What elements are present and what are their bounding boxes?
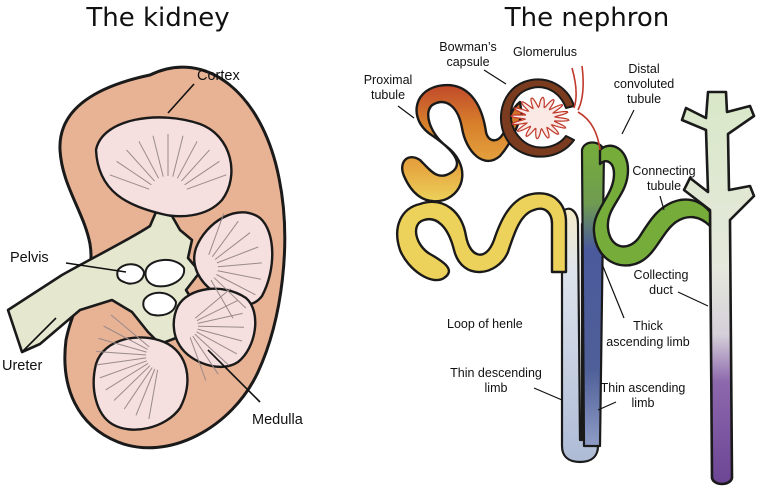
- medulla-striation-line: [172, 135, 184, 177]
- medulla-striation-line: [208, 213, 225, 255]
- thin-descending-limb-label-line1: Thin descending: [450, 366, 542, 380]
- medulla-striation-line: [98, 337, 147, 353]
- collecting-duct: [680, 90, 756, 486]
- medulla-striation-line: [123, 367, 153, 410]
- medulla-striation-line: [110, 314, 150, 348]
- proximal-tubule-lower-loop: [396, 192, 568, 282]
- medulla-striation-line: [197, 325, 245, 328]
- medulla-striation-line: [210, 279, 234, 319]
- medulla-striation-line: [196, 331, 238, 355]
- calyx-2: [142, 291, 178, 317]
- distal-convoluted-tubule: [592, 144, 712, 267]
- medulla-striation-line: [96, 351, 147, 356]
- kidney-medulla-pyramids: [92, 116, 274, 431]
- medulla-striation-line: [197, 312, 243, 324]
- medulla-striation-line: [197, 328, 243, 342]
- medulla-striation-line: [148, 369, 159, 420]
- thin-ascending-limb-leader: [597, 401, 617, 411]
- medulla-striation-line: [186, 174, 227, 190]
- thin-descending-limb-leader: [533, 387, 563, 401]
- thin-ascending-limb-label-line1: Thin ascending: [601, 381, 686, 395]
- medulla-striations: [96, 134, 262, 420]
- medulla-pyramid-top: [94, 116, 233, 218]
- distal-tubule-label-line2: convoluted: [614, 77, 675, 91]
- connecting-tubule-leader: [659, 195, 665, 211]
- bowmans-capsule-label-line1: Bowman’s: [439, 40, 496, 54]
- medulla-striation-line: [103, 325, 148, 350]
- connecting-tubule-label-line1: Connecting: [632, 164, 695, 178]
- thin-ascending-limb-label-line2: limb: [632, 396, 655, 410]
- medulla-striation-line: [152, 135, 164, 177]
- nephron-title: The nephron: [504, 3, 670, 33]
- medulla-striation-line: [116, 160, 152, 186]
- medulla-striation-line: [196, 299, 239, 322]
- minor-calyces: [116, 259, 186, 317]
- collecting-duct-leader: [677, 291, 709, 307]
- proximal-tubule-label-line2: tubule: [371, 88, 405, 102]
- medulla-striation-line: [109, 174, 150, 190]
- medulla-striation-line: [216, 246, 259, 264]
- medulla-striation-line: [194, 288, 231, 319]
- medulla-striation-line: [217, 270, 261, 280]
- medulla-pyramid-upper-right: [193, 211, 274, 307]
- medulla-striation-line: [189, 337, 207, 381]
- calyx-3: [116, 263, 146, 285]
- medulla-striation-line: [138, 141, 160, 179]
- afferent-efferent-arteriole: [571, 65, 601, 151]
- medulla-striation-line: [216, 274, 256, 296]
- calyx-1: [144, 259, 186, 288]
- bowmans-capsule: [499, 78, 575, 158]
- medulla-leader: [207, 349, 261, 403]
- cortex-leader: [167, 83, 195, 114]
- glomerulus-tuft: [510, 96, 570, 140]
- distal-tubule-label-line3: tubule: [627, 92, 661, 106]
- medulla-striation-line: [213, 277, 247, 309]
- medulla-striation-line: [184, 160, 220, 186]
- glomerulus-label: Glomerulus: [513, 45, 577, 59]
- thin-descending-limb-label-line2: limb: [485, 381, 508, 395]
- medulla-pyramid-bottom: [92, 336, 189, 431]
- ureter-label: Ureter: [2, 358, 42, 374]
- thick-ascending-limb-label-line2: ascending limb: [606, 335, 689, 349]
- thick-ascending-limb-label-line1: Thick: [633, 319, 664, 333]
- medulla-striation-line: [192, 335, 219, 375]
- medulla-striation-line: [211, 220, 239, 257]
- distal-tubule-leader: [621, 109, 635, 135]
- medulla-striation-line: [113, 365, 151, 401]
- medulla-striation-line: [176, 141, 198, 179]
- collecting-duct-label-line1: Collecting: [634, 268, 689, 282]
- medulla-striation-line: [214, 232, 251, 260]
- medulla-striation-line: [96, 357, 147, 366]
- proximal-tubule-leader: [397, 105, 415, 119]
- medulla-striation-line: [105, 362, 149, 391]
- medulla-striation-line: [135, 368, 156, 416]
- cortex-label: Cortex: [197, 68, 240, 84]
- medulla-striation-line: [194, 333, 230, 366]
- kidney-title: The kidney: [85, 3, 229, 33]
- kidney-illustration: [6, 65, 287, 450]
- proximal-tubule-label-line1: Proximal: [364, 73, 413, 87]
- nephron-illustration: [396, 65, 756, 486]
- bowmans-capsule-label-line2: capsule: [446, 55, 489, 69]
- pelvis-label: Pelvis: [10, 250, 49, 266]
- thick-ascending-limb-leader: [601, 263, 625, 319]
- pelvis-leader: [65, 262, 127, 273]
- medulla-striation-line: [126, 149, 155, 182]
- medulla-striation-line: [181, 149, 210, 182]
- collecting-duct-label-line2: duct: [649, 283, 673, 297]
- loop-of-henle-label: Loop of henle: [447, 317, 523, 331]
- medulla-label: Medulla: [252, 412, 304, 428]
- thick-ascending-limb: [580, 141, 606, 448]
- ureter-leader: [21, 317, 57, 353]
- medulla-striation-line: [217, 262, 262, 268]
- connecting-tubule-label-line2: tubule: [647, 179, 681, 193]
- medulla-striation-line: [99, 360, 147, 379]
- bowmans-capsule-leader: [483, 69, 507, 85]
- distal-tubule-label-line1: Distal: [628, 62, 659, 76]
